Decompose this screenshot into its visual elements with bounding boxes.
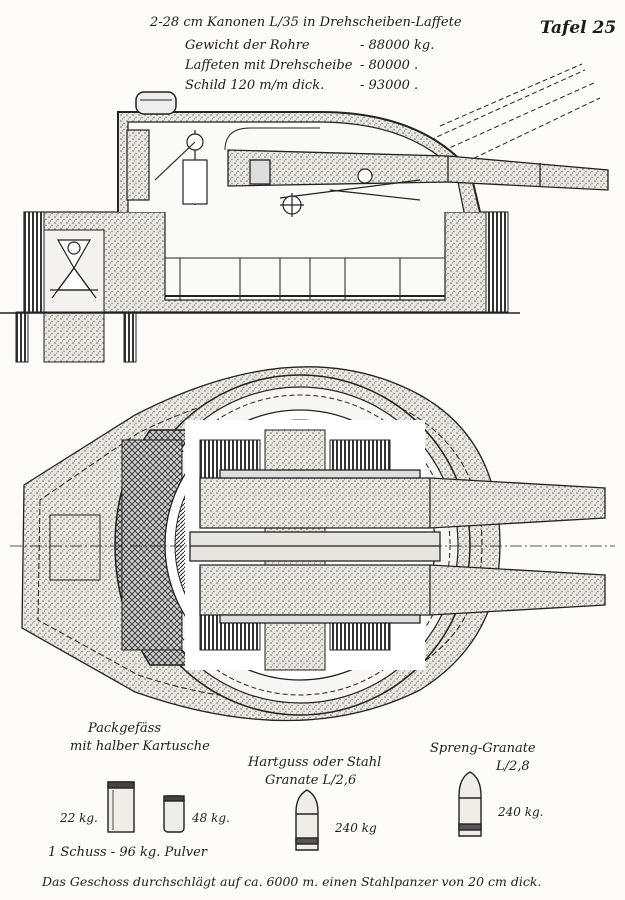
side-elevation xyxy=(0,63,609,363)
spec-value: - 80000 . xyxy=(360,58,419,73)
explosive-shell-weight: 240 kg. xyxy=(498,805,544,819)
hard-shell-title-2: Granate L/2,6 xyxy=(265,773,357,788)
gun-barrel-side xyxy=(227,149,609,191)
powder-charge: 1 Schuss - 96 kg. Pulver xyxy=(48,845,208,860)
spec-label: Laffeten mit Drehscheibe xyxy=(185,58,353,73)
cartridge-container-small xyxy=(163,795,185,833)
elevation-gear xyxy=(279,168,421,201)
turret-chamber xyxy=(164,209,446,301)
packing-title-2: mit halber Kartusche xyxy=(70,739,210,754)
inscription-plate xyxy=(49,514,101,581)
packing-weight-right: 48 kg. xyxy=(192,811,230,825)
spec-row-carriage-weight: Laffeten mit Drehscheibe - 80000 . xyxy=(185,58,418,73)
plan-view xyxy=(10,366,615,722)
rotating-platform xyxy=(165,258,445,300)
packing-weight-left: 22 kg. xyxy=(60,811,98,825)
munition-drawings xyxy=(107,771,482,851)
spec-value: - 93000 . xyxy=(360,78,419,93)
left-wall-hatch xyxy=(23,211,45,313)
penetration-note: Das Geschoss durchschlägt auf ca. 6000 m… xyxy=(42,874,542,889)
loading-crane xyxy=(154,130,208,205)
hard-shell-weight: 240 kg xyxy=(335,821,377,835)
right-wall-hatch xyxy=(485,211,509,313)
spec-label: Schild 120 m/m dick. xyxy=(185,78,325,93)
cartridge-container-large xyxy=(107,781,135,833)
hard-shell-title-1: Hartguss oder Stahl xyxy=(248,755,382,770)
spec-label: Gewicht der Rohre xyxy=(185,38,310,53)
explosive-shell-projectile xyxy=(458,771,482,837)
spec-value: - 88000 kg. xyxy=(360,38,435,53)
explosive-shell-title-2: L/2,8 xyxy=(496,759,530,774)
explosive-shell-title-1: Spreng-Granate xyxy=(430,741,536,756)
training-handwheel xyxy=(280,193,304,217)
plate-number: Tafel 25 xyxy=(540,18,617,38)
hard-shell-projectile xyxy=(295,789,319,851)
spec-row-shield-weight: Schild 120 m/m dick. - 93000 . xyxy=(185,78,418,93)
hoist-mechanism xyxy=(50,239,98,299)
packing-title-1: Packgefäss xyxy=(88,721,161,736)
observation-cupola xyxy=(135,91,177,115)
gun-barrels-plan xyxy=(189,469,606,624)
spec-row-barrel-weight: Gewicht der Rohre - 88000 kg. xyxy=(185,38,434,53)
drawing-title: 2-28 cm Kanonen L/35 in Drehscheiben-Laf… xyxy=(150,15,462,30)
shield-door xyxy=(126,129,150,201)
